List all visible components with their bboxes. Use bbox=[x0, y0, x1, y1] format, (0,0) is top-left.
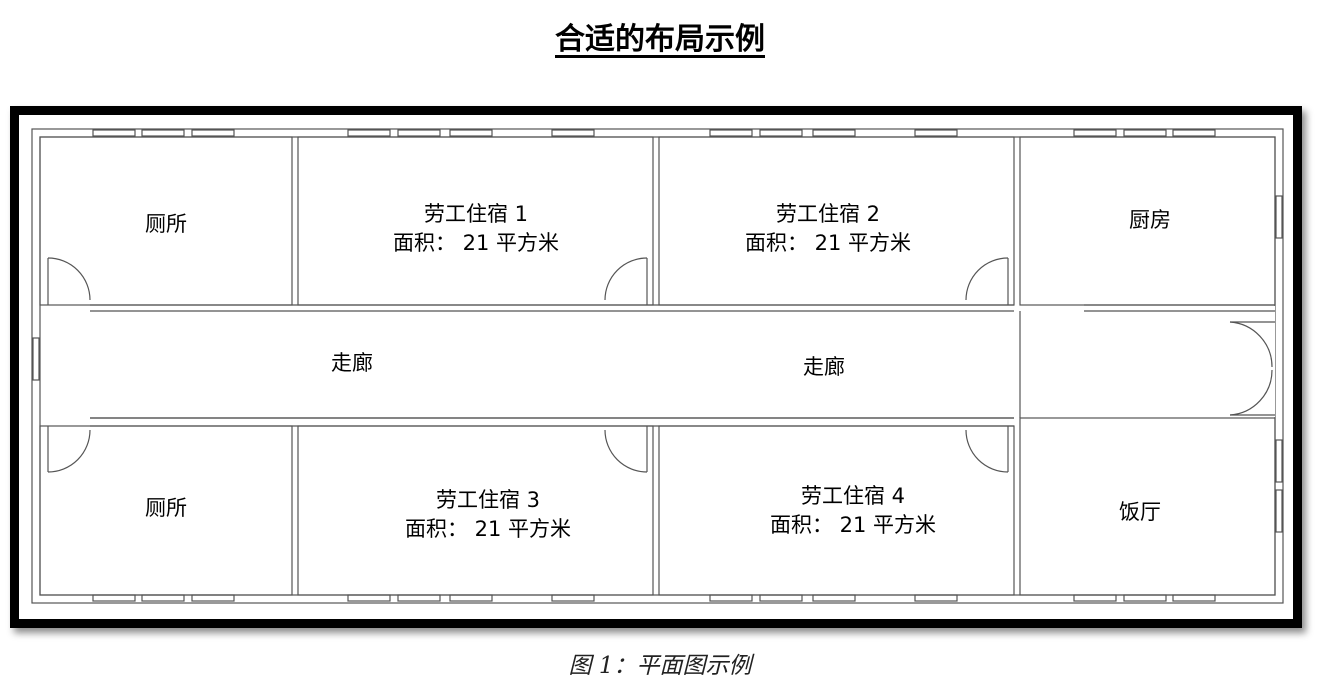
room-name: 劳工住宿 2 bbox=[775, 202, 881, 226]
room-area: 面积： 21 平方米 bbox=[769, 513, 937, 537]
room-name: 劳工住宿 4 bbox=[800, 484, 906, 508]
window bbox=[32, 195, 1283, 533]
outer-wall bbox=[31, 128, 1284, 604]
figure-caption: 图 1：平面图示例 bbox=[568, 653, 752, 679]
window bbox=[92, 129, 1216, 137]
room-label-toilet-top: 厕所 bbox=[145, 212, 187, 236]
room-label-dorm2: 劳工住宿 2 面积： 21 平方米 bbox=[745, 200, 911, 258]
room-label-kitchen: 厨房 bbox=[1129, 208, 1171, 232]
room-area: 面积： 21 平方米 bbox=[392, 231, 560, 255]
room-label-dining: 饭厅 bbox=[1119, 500, 1161, 524]
door-swing bbox=[47, 257, 91, 301]
door-swing bbox=[47, 429, 91, 473]
room-label-dorm1: 劳工住宿 1 面积： 21 平方米 bbox=[393, 200, 559, 258]
room-label-dorm4: 劳工住宿 4 面积： 21 平方米 bbox=[770, 482, 936, 540]
room-label-dorm3: 劳工住宿 3 面积： 21 平方米 bbox=[405, 486, 571, 544]
door-swing bbox=[965, 429, 1009, 473]
room-label-toilet-bottom: 厕所 bbox=[145, 496, 187, 520]
entrance-door bbox=[1229, 369, 1273, 416]
door-swing bbox=[604, 429, 648, 473]
corridor-label-left: 走廊 bbox=[331, 351, 373, 375]
door-swing bbox=[965, 257, 1009, 301]
page-title: 合适的布局示例 bbox=[555, 22, 765, 57]
door-swing bbox=[604, 257, 648, 301]
corridor-label-right: 走廊 bbox=[803, 355, 845, 379]
room-area: 面积： 21 平方米 bbox=[404, 517, 572, 541]
entrance-door bbox=[1229, 321, 1273, 368]
window bbox=[92, 594, 1216, 602]
room-name: 劳工住宿 3 bbox=[435, 488, 541, 512]
room-area: 面积： 21 平方米 bbox=[744, 231, 912, 255]
room-name: 劳工住宿 1 bbox=[423, 202, 529, 226]
